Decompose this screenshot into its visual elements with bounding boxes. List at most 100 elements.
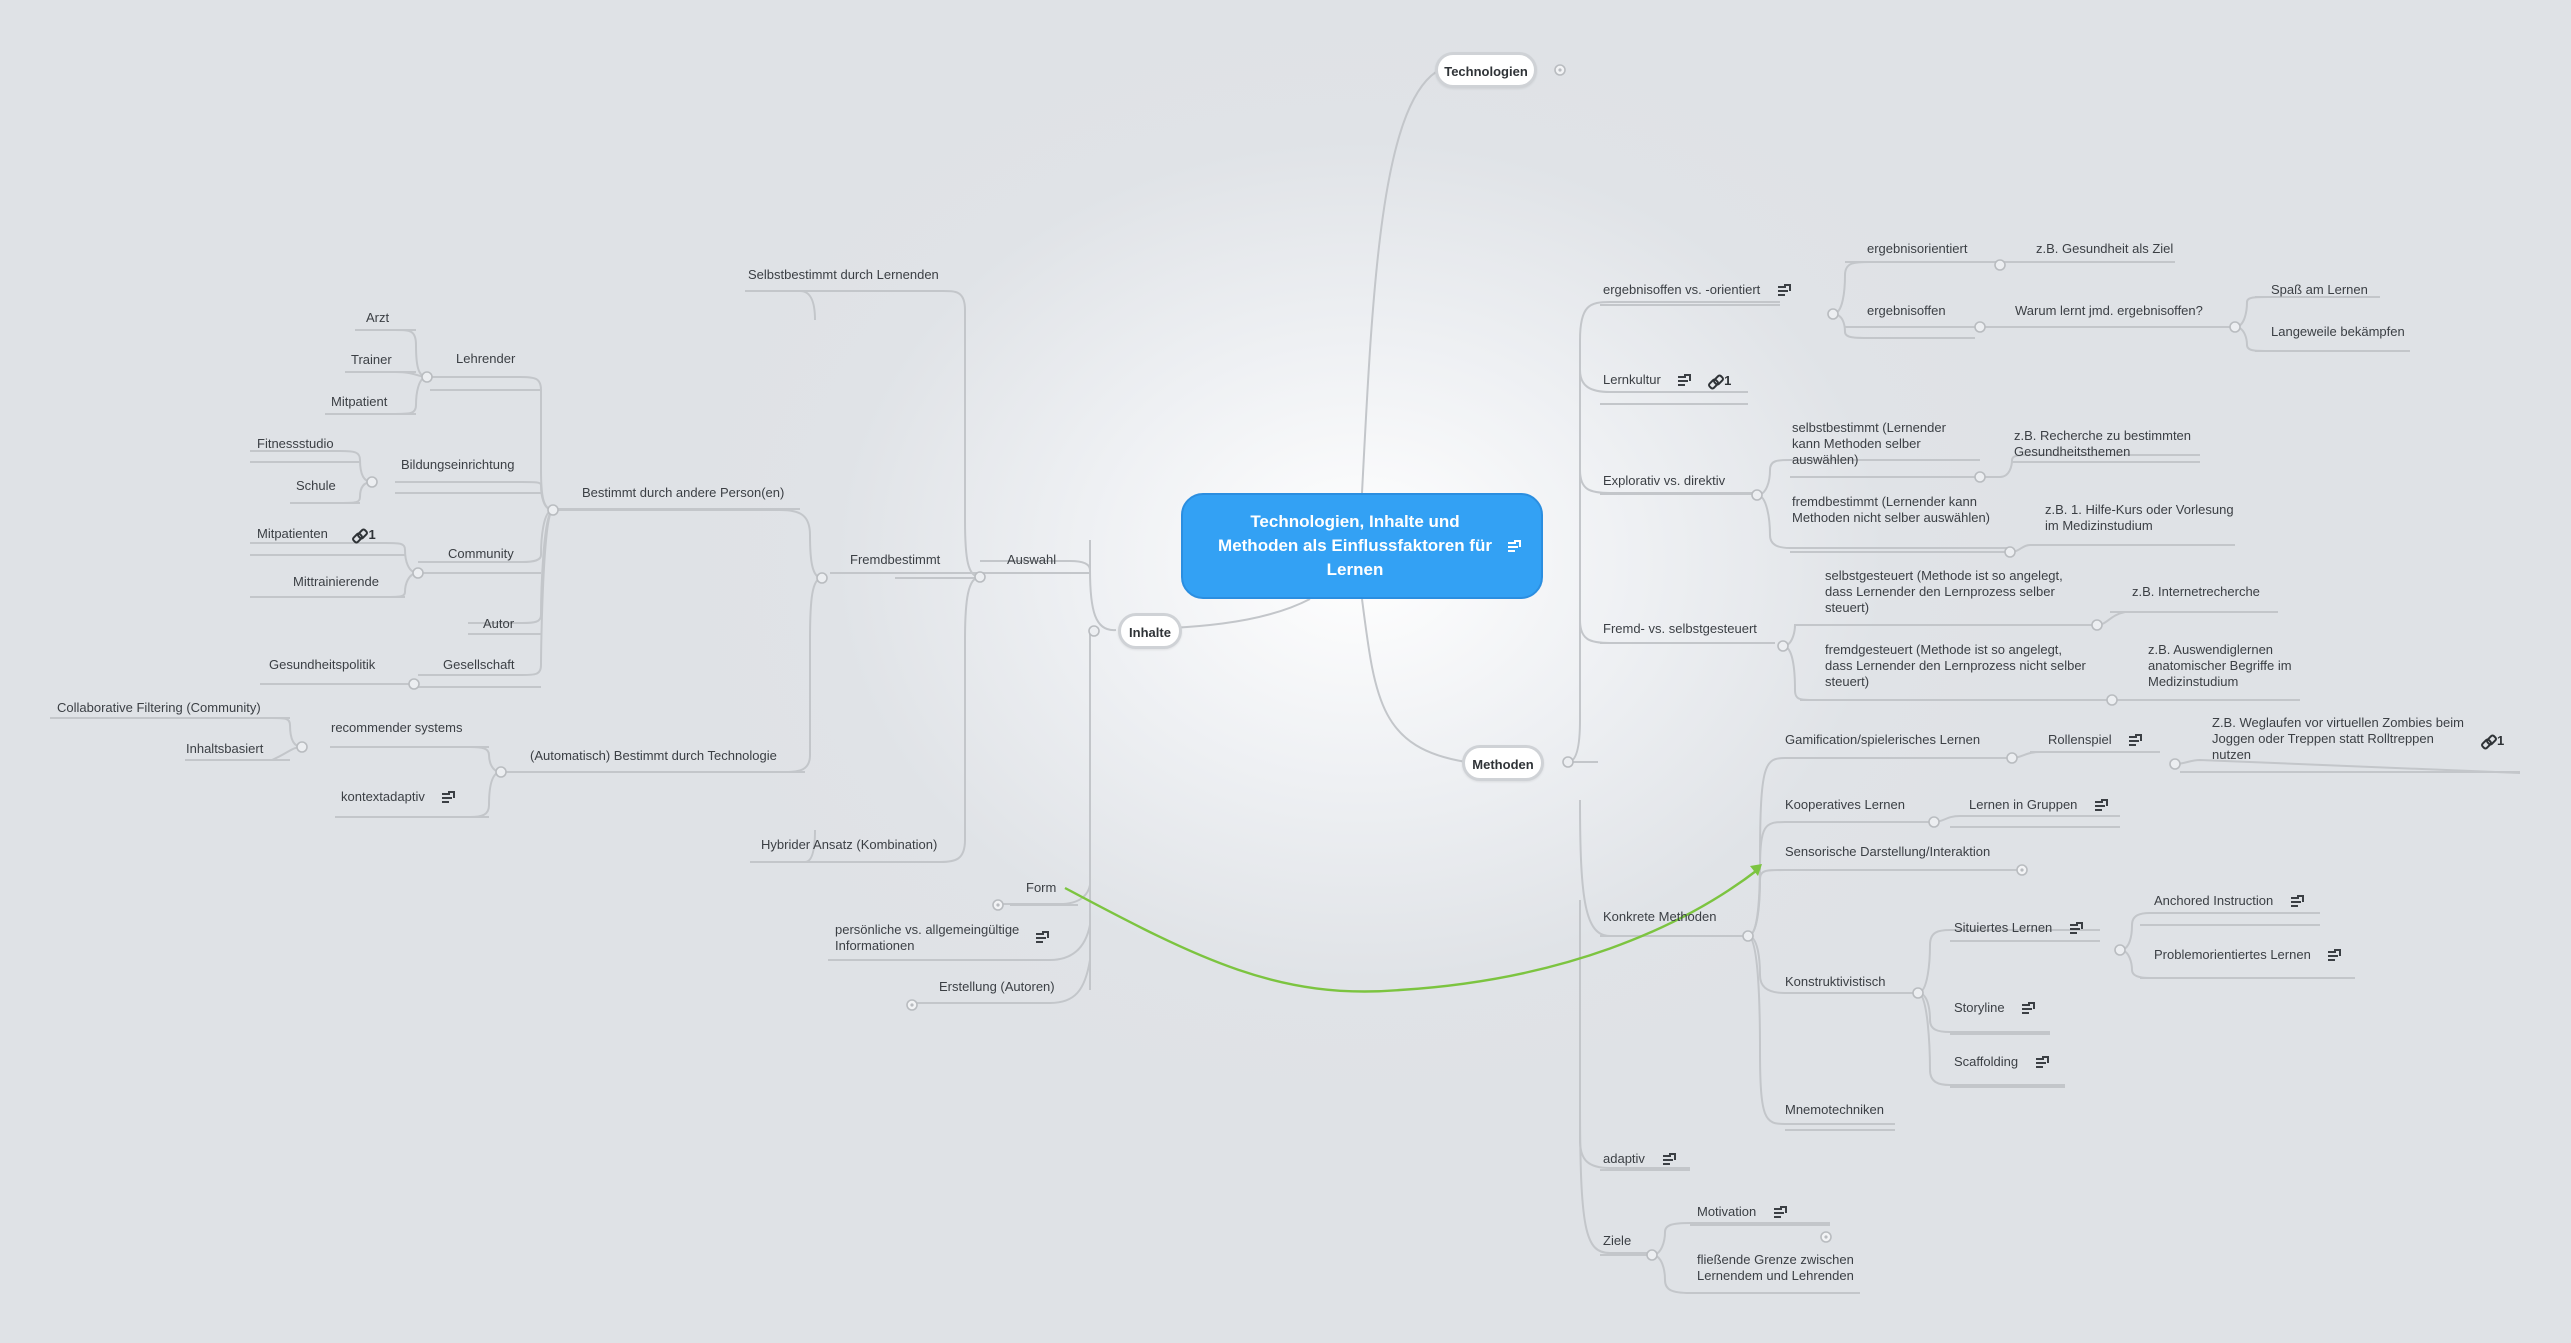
topic-adaptiv[interactable]: adaptiv [1603,1151,1676,1167]
topic-storyline[interactable]: Storyline [1954,1000,2036,1016]
topic-label: selbstbestimmt (Lernender kann Methoden … [1792,420,1946,467]
topic-selbstgesteuert[interactable]: selbstgesteuert (Methode ist so angelegt… [1825,568,2087,616]
topic-lehrender[interactable]: Lehrender [456,351,515,367]
topic-label: Mitpatienten [257,526,328,541]
topic-ergebnisoffen[interactable]: ergebnisoffen vs. -orientiert [1603,282,1791,298]
link-icon[interactable]: 1 [353,527,375,543]
topic-ergebnisorientiert[interactable]: ergebnisorientiert [1867,241,1967,257]
topic-spass[interactable]: Spaß am Lernen [2271,282,2368,298]
topic-recherche[interactable]: z.B. Recherche zu bestimmten Gesundheits… [2014,428,2204,460]
topic-langeweile[interactable]: Langeweile bekämpfen [2271,324,2405,340]
topic-motivation[interactable]: Motivation [1697,1204,1787,1220]
topic-label: Lehrender [456,351,516,366]
topic-label: Erstellung (Autoren) [939,979,1055,994]
topic-gesellschaft[interactable]: Gesellschaft [443,657,515,673]
topic-fremd-selbst[interactable]: Fremd- vs. selbstgesteuert [1603,621,1757,637]
topic-mitpatient[interactable]: Mitpatient [331,394,387,410]
topic-arzt[interactable]: Arzt [366,310,389,326]
topic-label: Bestimmt durch andere Person(en) [582,485,785,500]
topic-schule[interactable]: Schule [296,478,336,494]
topic-label: Konkrete Methoden [1603,909,1717,924]
link-icon[interactable]: 1 [2482,733,2504,748]
topic-label: Auswahl [1007,552,1057,567]
relationship-arrow [1064,867,1761,993]
topic-selbstbestimmt[interactable]: Selbstbestimmt durch Lernenden [748,267,939,283]
main-topic-label: Inhalte [1129,625,1171,640]
topic-mnemotechniken[interactable]: Mnemotechniken [1785,1102,1884,1118]
note-icon[interactable] [2328,949,2342,962]
topic-gamification[interactable]: Gamification/spielerisches Lernen [1785,732,1980,748]
central-topic[interactable]: Technologien, Inhalte und Methoden als E… [1181,493,1543,599]
topic-mitpatienten[interactable]: Mitpatienten 1 [257,526,376,543]
topic-hybrider[interactable]: Hybrider Ansatz (Kombination) [761,837,937,853]
topic-fitnessstudio[interactable]: Fitnessstudio [257,436,334,452]
main-topic-technologien[interactable]: Technologien [1435,52,1537,88]
topic-konstruktivistisch[interactable]: Konstruktivistisch [1785,974,1885,990]
main-topic-inhalte[interactable]: Inhalte [1118,613,1182,649]
topic-scaffolding[interactable]: Scaffolding [1954,1054,2049,1070]
topic-fremdbestimmt[interactable]: Fremdbestimmt [850,552,940,568]
topic-collaborative[interactable]: Collaborative Filtering (Community) [57,700,261,716]
link-count: 1 [2497,733,2505,748]
topic-rollenspiel[interactable]: Rollenspiel [2048,732,2143,748]
topic-inhaltsbasiert[interactable]: Inhaltsbasiert [186,741,263,757]
topic-fremdbestimmt-m[interactable]: fremdbestimmt (Lernender kann Methoden n… [1792,494,1992,526]
main-topic-label: Methoden [1472,757,1534,772]
topic-konkrete[interactable]: Konkrete Methoden [1603,909,1716,925]
topic-gesundheitspolitik[interactable]: Gesundheitspolitik [269,657,375,673]
topic-ergebnisoffen-child[interactable]: ergebnisoffen [1867,303,1946,319]
topic-anchored[interactable]: Anchored Instruction [2154,893,2304,909]
note-icon[interactable] [1678,374,1692,387]
topic-community[interactable]: Community [448,546,514,562]
topic-autor[interactable]: Autor [483,616,514,632]
main-topic-methoden[interactable]: Methoden [1462,745,1544,781]
topic-kooperatives[interactable]: Kooperatives Lernen [1785,797,1905,813]
topic-automatisch[interactable]: (Automatisch) Bestimmt durch Technologie [530,748,777,764]
topic-label: Autor [483,616,515,631]
note-icon[interactable] [442,791,456,804]
topic-fremdgesteuert[interactable]: fremdgesteuert (Methode ist so angelegt,… [1825,642,2087,690]
topic-hilfekurs[interactable]: z.B. 1. Hilfe-Kurs oder Vorlesung im Med… [2045,502,2245,534]
topic-kontextadaptiv[interactable]: kontextadaptiv [341,789,456,805]
topic-erstellung[interactable]: Erstellung (Autoren) [939,979,1055,995]
topic-warum[interactable]: Warum lernt jmd. ergebnisoffen? [2015,303,2203,319]
topic-bildungseinrichtung[interactable]: Bildungseinrichtung [401,457,514,473]
topic-zombies[interactable]: Z.B. Weglaufen vor virtuellen Zombies be… [2212,715,2474,763]
link-count: 1 [368,526,376,542]
topic-gesundheit-ziel[interactable]: z.B. Gesundheit als Ziel [2036,241,2173,257]
topic-sensorische[interactable]: Sensorische Darstellung/Interaktion [1785,844,1990,860]
topic-form[interactable]: Form [1026,880,1056,896]
topic-label: Situiertes Lernen [1954,920,2053,935]
note-icon[interactable] [2022,1002,2036,1015]
note-icon[interactable] [1508,540,1521,552]
topic-internetrecherche[interactable]: z.B. Internetrecherche [2132,584,2260,600]
topic-grenze[interactable]: fließende Grenze zwischen Lernendem und … [1697,1252,1867,1284]
note-icon[interactable] [1777,284,1791,297]
topic-mittrainierende[interactable]: Mittrainierende [293,574,379,590]
topic-ziele[interactable]: Ziele [1603,1233,1631,1249]
topic-trainer[interactable]: Trainer [351,352,392,368]
note-icon[interactable] [2069,922,2083,935]
topic-recommender[interactable]: recommender systems [331,720,462,736]
relationship-arrowhead [1750,864,1762,876]
note-icon[interactable] [1662,1153,1676,1166]
topic-label: Gamification/spielerisches Lernen [1785,732,1981,747]
topic-gruppen[interactable]: Lernen in Gruppen [1969,797,2109,813]
note-icon[interactable] [2129,734,2143,747]
note-icon[interactable] [2035,1056,2049,1069]
topic-auswendiglernen[interactable]: z.B. Auswendiglernen anatomischer Begrif… [2148,642,2308,690]
topic-persoenliche[interactable]: persönliche vs. allgemeingültige Informa… [835,922,1025,954]
topic-lernkultur[interactable]: Lernkultur 1 [1603,372,1731,389]
topic-explorativ[interactable]: Explorativ vs. direktiv [1603,473,1725,489]
note-icon[interactable] [2290,895,2304,908]
note-icon[interactable] [2095,799,2109,812]
note-icon[interactable] [1773,1206,1787,1219]
note-icon[interactable] [1036,931,1049,943]
topic-situiertes[interactable]: Situiertes Lernen [1954,920,2083,936]
topic-selbstbestimmt-m[interactable]: selbstbestimmt (Lernender kann Methoden … [1792,420,1977,468]
topic-label: Motivation [1697,1204,1757,1219]
link-icon[interactable]: 1 [1709,373,1731,389]
topic-bestimmt-andere[interactable]: Bestimmt durch andere Person(en) [582,485,784,501]
topic-problemorientiert[interactable]: Problemorientiertes Lernen [2154,947,2342,963]
topic-auswahl[interactable]: Auswahl [1007,552,1056,568]
